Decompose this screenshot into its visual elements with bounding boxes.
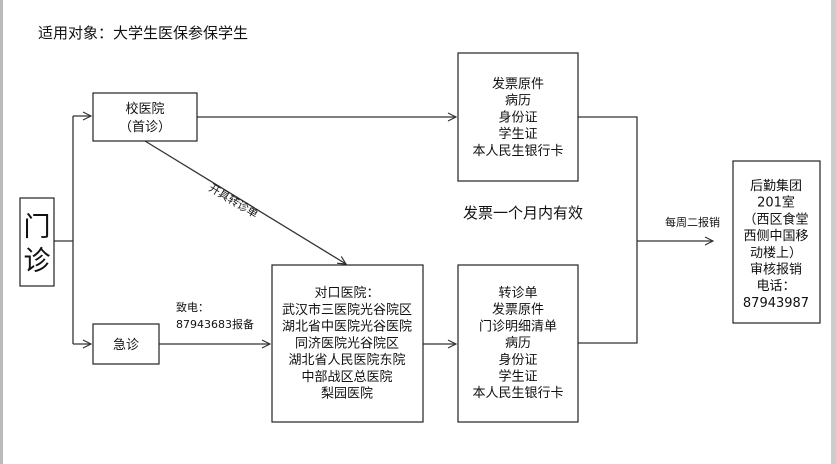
school-hospital-label: 校医院: [125, 101, 164, 117]
referral-edge-label: 开具转诊单: [206, 181, 260, 221]
logistics-info-line: 西侧中国移: [743, 229, 808, 244]
call-number-label: 87943683报备: [176, 317, 254, 331]
partner-hospitals-node: 对口医院： 武汉市三医院光谷院区湖北省中医院光谷医院同济医院光谷院区湖北省人民医…: [271, 264, 424, 423]
partner-hospital-item: 同济医院光谷院区: [295, 336, 399, 351]
partner-hospital-item: 湖北省人民医院东院: [288, 353, 405, 368]
outpatient-label: 门: [24, 212, 51, 243]
document-item: 本人民生银行卡: [472, 386, 563, 401]
outpatient-label: 诊: [24, 246, 51, 277]
partner-hospital-item: 湖北省中医院光谷医院: [282, 320, 412, 335]
document-item: 学生证: [498, 126, 537, 142]
partner-hospital-item: 中部战区总医院: [301, 370, 392, 385]
logistics-info-line: 后勤集团: [750, 178, 802, 194]
document-item: 门诊明细清单: [479, 319, 557, 334]
emergency-label: 急诊: [113, 338, 139, 353]
document-item: 发票原件: [492, 76, 544, 92]
document-item: 发票原件: [492, 302, 544, 318]
document-item: 身份证: [498, 109, 537, 125]
document-item: 本人民生银行卡: [472, 144, 563, 159]
outpatient-branch: [54, 116, 74, 344]
outpatient-node: 门 诊: [19, 197, 55, 287]
page-title: 适用对象：大学生医保参保学生: [38, 24, 248, 42]
invoice-validity-note: 发票一个月内有效: [463, 204, 583, 222]
document-item: 病历: [505, 336, 531, 351]
emergency-node: 急诊: [92, 323, 160, 365]
logistics-info-line: 201室: [757, 195, 795, 211]
logistics-info-line: 审核报销: [750, 263, 802, 278]
partner-heading: 对口医院：: [314, 286, 379, 301]
logistics-info-line: 电话：: [756, 279, 795, 294]
partner-hospital-item: 梨园医院: [321, 387, 373, 402]
arrow-referral: [144, 140, 346, 264]
document-item: 病历: [505, 94, 531, 109]
document-item: 转诊单: [498, 286, 537, 301]
docs-merge: [559, 116, 638, 344]
right-border: [831, 0, 836, 464]
call-label: 致电：: [176, 300, 209, 314]
logistics-info-line: 87943987: [743, 296, 809, 311]
left-border: [0, 0, 3, 464]
partner-hospital-item: 武汉市三医院光谷院区: [282, 302, 412, 318]
document-item: 身份证: [498, 352, 537, 368]
document-item: 学生证: [498, 369, 537, 385]
school-hospital-sublabel: （首诊）: [119, 120, 171, 135]
school-hospital-node: 校医院 （首诊）: [92, 92, 198, 142]
weekly-reimburse-label: 每周二报销: [665, 215, 720, 229]
logistics-info-line: 动楼上）: [750, 246, 802, 261]
connectors: [54, 116, 713, 344]
logistics-info-line: （西区食堂: [743, 211, 808, 227]
